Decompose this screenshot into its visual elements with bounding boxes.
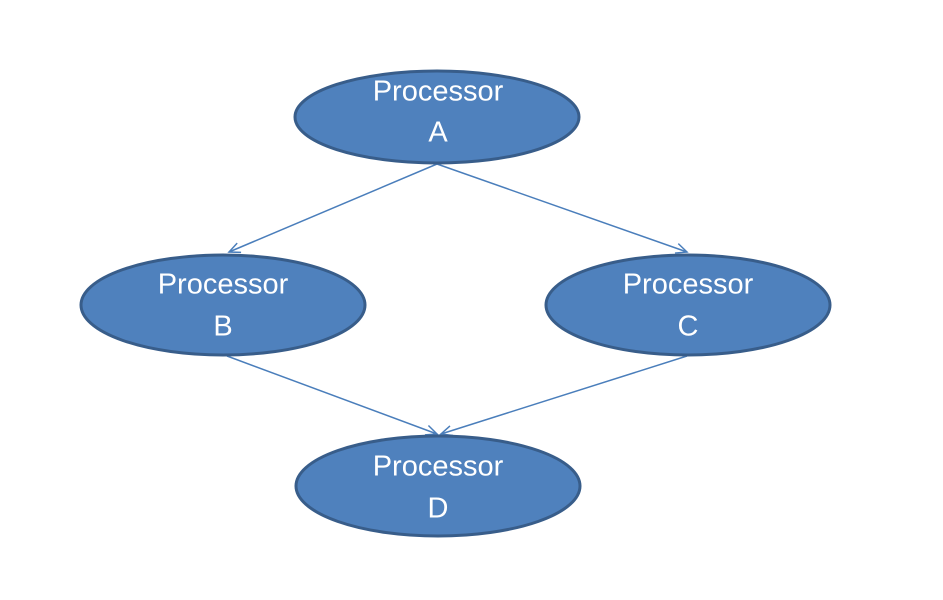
node-b-label-line2: B [213,311,232,343]
node-b-shape [79,253,367,357]
node-a-shape [293,69,581,165]
node-c-label-line2: C [678,311,699,343]
node-processor-d: Processor D [294,434,582,538]
edge-a-to-c [436,163,689,254]
node-b-label-line1: Processor [158,269,289,301]
edge-c-to-d [439,355,688,437]
node-processor-c: Processor C [544,253,832,357]
node-c-shape [544,253,832,357]
node-a-label-line2: A [428,117,448,149]
node-d-label-line1: Processor [373,451,504,483]
node-a-label-line1: Processor [373,76,504,108]
edge-a-to-b [227,163,438,254]
node-d-shape [294,434,582,538]
node-d-label-line2: D [428,493,449,525]
node-c-label-line1: Processor [623,269,754,301]
edges [226,163,689,437]
node-processor-b: Processor B [79,253,367,357]
node-processor-a: Processor A [293,69,581,165]
edge-b-to-d [226,355,439,436]
